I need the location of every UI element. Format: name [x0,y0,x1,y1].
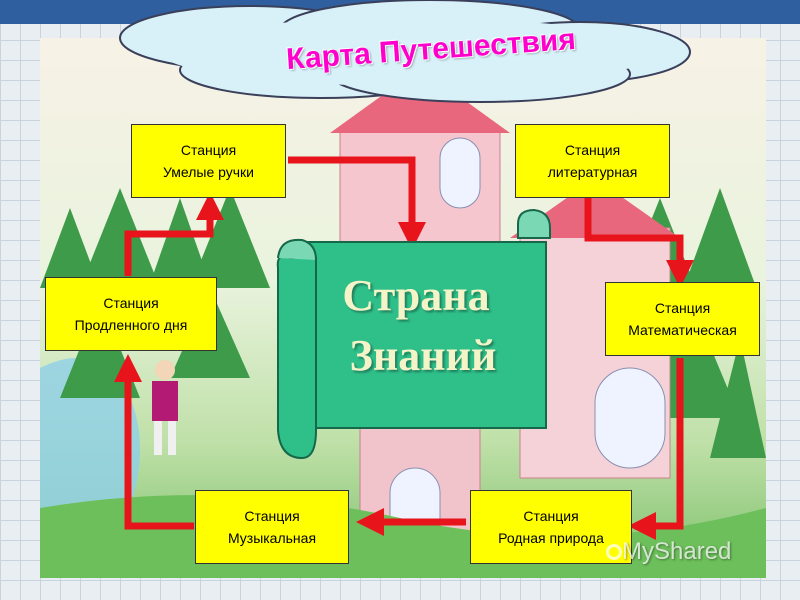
station-label: Станция [180,142,237,158]
station-muzykalnaya: Станция Музыкальная [195,490,349,564]
watermark: MyShared [622,538,732,565]
center-line-1: Страна [342,271,490,320]
station-rodnaya-priroda: Станция Родная природа [470,490,632,564]
arrow-muzykalnaya-to-prodlennogo [114,354,194,530]
station-label: Станция [244,508,300,524]
arrow-matematicheskaya-to-rodnaya [628,358,684,540]
station-label: Станция [103,295,159,311]
station-name: Математическая [628,322,737,338]
arrow-umelye-to-center [288,156,426,250]
arrow-literaturnaya-to-matematicheskaya [584,198,694,288]
station-prodlennogo-dnya: Станция Продленного дня [45,277,217,351]
station-name: Родная природа [498,530,604,546]
station-umelye-ruchki: Станция Умелые ручки [131,124,286,198]
station-label: Станция [523,508,579,524]
station-name: Продленного дня [74,317,188,333]
station-name: литературная [547,164,638,180]
station-name: Музыкальная [227,530,317,546]
station-literaturnaya: Станция литературная [515,124,670,198]
station-name: Умелые ручки [163,164,254,180]
route-arrows [114,156,694,540]
watermark-icon [606,544,622,560]
arrow-prodlennogo-to-umelye [124,192,224,276]
center-line-2: Знаний [349,331,497,380]
center-scroll-text: Страна Знаний [308,266,524,386]
station-label: Станция [654,300,711,316]
prince-figure [152,360,178,455]
station-label: Станция [564,142,621,158]
center-scroll [276,208,551,460]
station-matematicheskaya: Станция Математическая [605,282,760,356]
